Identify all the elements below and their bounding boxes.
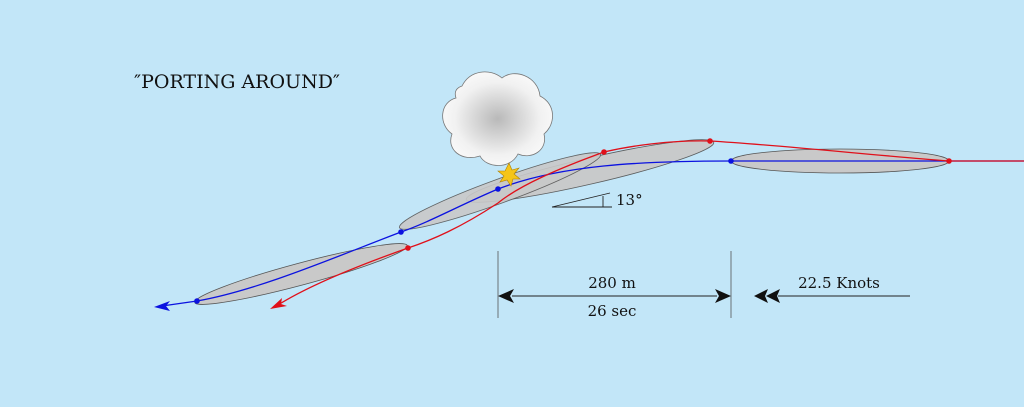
speed-indicator: 22.5 Knots: [754, 274, 910, 303]
track-markers: [194, 138, 952, 304]
distance-dimension: 280 m 26 sec: [497, 251, 732, 320]
blue-marker: [194, 298, 200, 304]
ship-position-3: [398, 152, 602, 230]
red-marker: [946, 158, 952, 164]
red-marker: [707, 138, 713, 144]
blue-marker: [398, 229, 404, 235]
red-track-arrowhead: [270, 298, 287, 309]
angle-indicator: 13°: [551, 191, 643, 209]
explosion-cloud-icon: [442, 71, 553, 166]
distance-label: 280 m: [588, 274, 636, 292]
red-marker: [405, 245, 411, 251]
blue-marker: [728, 158, 734, 164]
ship-positions: [194, 139, 950, 305]
ship-position-4: [194, 243, 408, 305]
blue-track-arrowhead: [154, 301, 170, 311]
blue-marker: [495, 186, 501, 192]
blue-track: [161, 160, 1024, 307]
double-chevron-left-icon: [766, 289, 780, 303]
time-label: 26 sec: [588, 302, 637, 320]
double-chevron-left-icon: [754, 289, 768, 303]
red-track: [277, 140, 1024, 306]
diagram-title: ″PORTING AROUND″: [134, 71, 340, 93]
angle-label: 13°: [616, 191, 643, 209]
red-marker: [601, 149, 607, 155]
impact-star-icon: [497, 162, 521, 187]
dimension-arrow-left: [498, 289, 514, 303]
speed-label: 22.5 Knots: [798, 274, 880, 292]
dimension-arrow-right: [715, 289, 731, 303]
